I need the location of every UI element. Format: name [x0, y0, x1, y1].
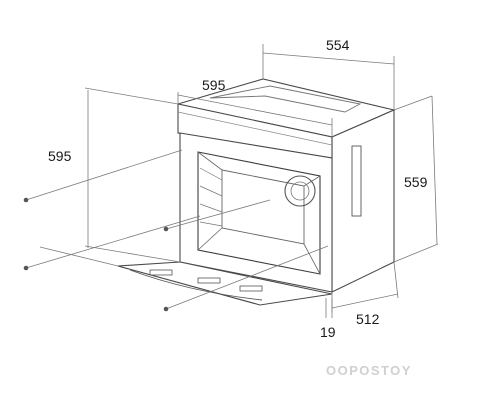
oven-fan-cover	[284, 175, 316, 207]
watermark: ООРОSТОY	[326, 363, 412, 378]
oven-right-side	[331, 109, 395, 293]
oven-body	[117, 78, 396, 306]
dimension-label-door-thickness: 19	[320, 324, 336, 340]
dimension-label-top-width: 595	[202, 77, 226, 93]
dimension-label-right-height: 559	[404, 174, 428, 190]
dimension-label-top-depth: 554	[326, 37, 350, 53]
dimension-label-left-height: 595	[48, 148, 72, 164]
leader-dot	[23, 265, 29, 271]
leader-dot	[163, 306, 169, 312]
leader-dot	[23, 197, 29, 203]
leader-dot	[163, 226, 169, 232]
leader-lines	[23, 149, 329, 312]
dimension-lines	[84, 44, 439, 318]
dimension-label-bottom-depth: 512	[356, 311, 380, 327]
oven-side-bracket	[351, 145, 362, 217]
oven-top-vent	[209, 85, 362, 113]
